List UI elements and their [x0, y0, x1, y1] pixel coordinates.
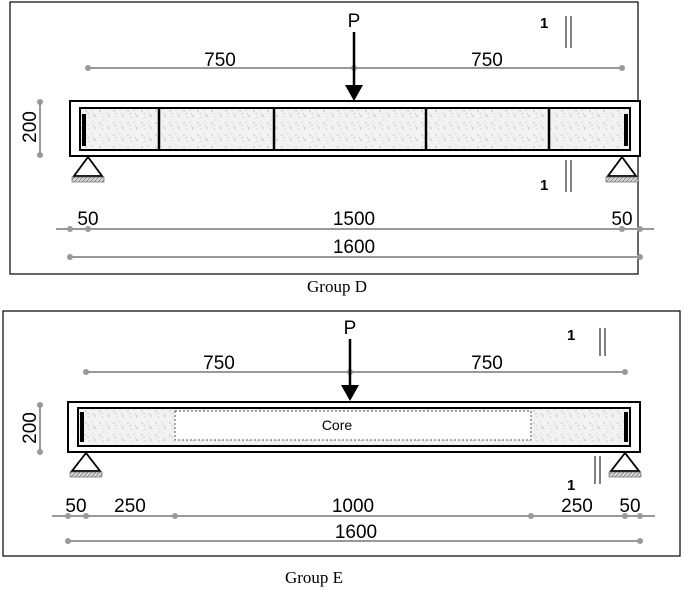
group-e-core: [174, 410, 532, 441]
group-d-load-arrow: P: [345, 11, 363, 101]
group-e-dimension-total: 1600: [65, 522, 643, 544]
group-e-panel: 750 750 P 1 1 200: [2, 310, 681, 587]
group-d-dimension-row-1: 50 1500 50: [56, 209, 654, 232]
group-d-section-label-top: 1: [540, 15, 548, 32]
group-d-beam-infill: [79, 107, 631, 151]
group-d-span-left: 750: [204, 50, 236, 71]
group-e-beam: Core: [67, 401, 641, 453]
group-e-span-right: 750: [471, 353, 503, 374]
group-d-section-mark-top: 1: [540, 15, 572, 48]
group-e-dim-core: 1000: [332, 496, 374, 517]
group-e-total-length: 1600: [335, 522, 377, 543]
group-e-section-mark-bottom: 1: [567, 456, 601, 494]
group-d-dim-left-overhang: 50: [77, 209, 98, 230]
group-e-core-label: Core: [322, 417, 353, 433]
group-d-support-right: [605, 155, 639, 183]
group-e-section-mark-top: 1: [567, 327, 606, 356]
group-e-span-left: 750: [203, 353, 235, 374]
group-d-height-label: 200: [20, 111, 41, 143]
group-d-height-dimension: 200: [20, 99, 43, 158]
group-d-panel: 750 750 P 1 1 200: [9, 1, 654, 296]
group-e-span-dimension: 750 750: [83, 353, 628, 375]
group-d-caption: Group D: [307, 277, 367, 296]
group-d-beam: [69, 100, 641, 157]
group-e-support-right: [608, 451, 642, 478]
group-d-support-left: [71, 155, 105, 183]
group-d-dimension-total: 1600: [67, 237, 643, 260]
group-e-height-label: 200: [20, 412, 41, 444]
group-e-load-arrow: P: [341, 318, 359, 401]
group-d-span-right: 750: [471, 50, 503, 71]
group-d-section-mark-bottom: 1: [540, 160, 572, 194]
group-e-section-label-bottom: 1: [567, 477, 575, 494]
group-d-dim-right-overhang: 50: [611, 209, 632, 230]
group-d-load-label: P: [348, 11, 361, 32]
group-d-section-label-bottom: 1: [540, 177, 548, 194]
group-e-dimension-row-1: 50 250 1000 250 50: [52, 496, 655, 519]
group-e-dim-right-solid: 250: [561, 496, 593, 517]
group-e-dim-left-overhang: 50: [65, 496, 86, 517]
group-d-total-length: 1600: [333, 237, 375, 258]
group-e-load-label: P: [344, 318, 357, 339]
group-e-dim-right-overhang: 50: [619, 496, 640, 517]
group-e-dim-left-solid: 250: [114, 496, 146, 517]
group-e-section-label-top: 1: [567, 327, 575, 344]
group-e-height-dimension: 200: [20, 402, 43, 455]
group-e-support-left: [69, 451, 103, 478]
group-e-caption: Group E: [285, 568, 343, 587]
group-d-dim-span: 1500: [333, 209, 375, 230]
